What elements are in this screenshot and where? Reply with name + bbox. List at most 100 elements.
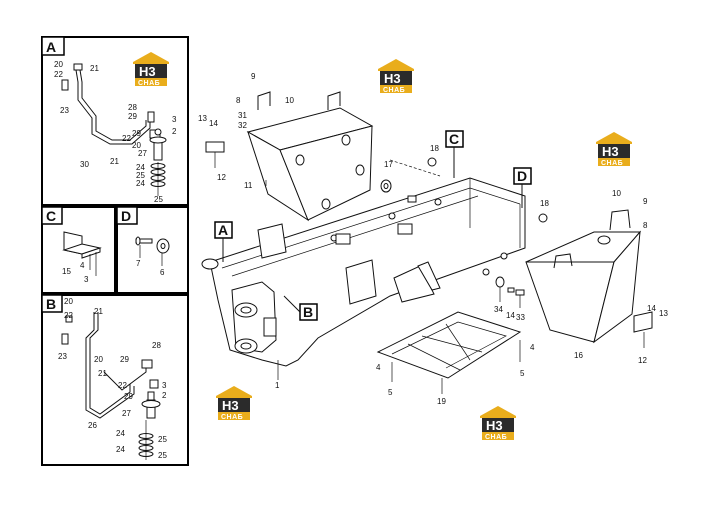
label-32: 32 bbox=[238, 121, 247, 130]
svg-text:D: D bbox=[517, 168, 527, 184]
label-19: 19 bbox=[437, 397, 446, 406]
svg-text:H3: H3 bbox=[139, 64, 156, 79]
label-24: 24 bbox=[116, 429, 125, 438]
label-13: 13 bbox=[198, 114, 207, 123]
label-30: 30 bbox=[80, 160, 89, 169]
label-25: 25 bbox=[158, 451, 167, 460]
callout-b: B bbox=[283, 295, 318, 321]
label-31: 31 bbox=[238, 111, 247, 120]
label-15: 15 bbox=[62, 267, 71, 276]
panel-c-label: C bbox=[46, 208, 56, 224]
label-20: 20 bbox=[54, 60, 63, 69]
guard-plate-19: 4 5 4 5 19 bbox=[376, 311, 535, 406]
svg-text:H3: H3 bbox=[222, 398, 239, 413]
label-14: 14 bbox=[506, 311, 515, 320]
label-24: 24 bbox=[136, 179, 145, 188]
label-14: 14 bbox=[647, 304, 656, 313]
label-25: 25 bbox=[154, 195, 163, 204]
logo-bottom-left: H3 CHAБ bbox=[216, 386, 252, 421]
label-5: 5 bbox=[520, 369, 525, 378]
label-3: 3 bbox=[172, 115, 177, 124]
logo-right: H3 CHAБ bbox=[596, 132, 632, 167]
logo-top-center: H3 CHAБ bbox=[378, 59, 414, 94]
label-29: 29 bbox=[132, 129, 141, 138]
main-frame: 1 bbox=[201, 177, 526, 390]
label-3: 3 bbox=[84, 275, 89, 284]
svg-text:H3: H3 bbox=[602, 144, 619, 159]
label-6: 6 bbox=[160, 268, 165, 277]
label-18: 18 bbox=[430, 144, 439, 153]
panel-a-label: A bbox=[46, 39, 56, 55]
label-27: 27 bbox=[138, 149, 147, 158]
label-25: 25 bbox=[136, 171, 145, 180]
label-29: 29 bbox=[128, 112, 137, 121]
label-22: 22 bbox=[122, 134, 131, 143]
label-26: 26 bbox=[88, 421, 97, 430]
detail-panel-b: B 20 21 22 23 28 29 20 21 22 3 29 2 26 2… bbox=[41, 294, 189, 466]
label-2: 2 bbox=[172, 127, 177, 136]
logo-top-left: H3 CHAБ bbox=[133, 52, 169, 87]
label-11: 11 bbox=[244, 181, 253, 190]
label-5: 5 bbox=[388, 388, 393, 397]
bolts-33-34: 34 14 33 bbox=[494, 276, 525, 322]
washers-17-18: 17 18 18 bbox=[380, 144, 549, 223]
label-4: 4 bbox=[376, 363, 381, 372]
label-22: 22 bbox=[64, 311, 73, 320]
label-4: 4 bbox=[530, 343, 535, 352]
label-16: 16 bbox=[574, 351, 583, 360]
svg-text:CHAБ: CHAБ bbox=[601, 160, 623, 167]
detail-panel-d: D 7 6 bbox=[116, 206, 189, 294]
panel-d-label: D bbox=[121, 208, 131, 224]
label-13: 13 bbox=[659, 309, 668, 318]
detail-panel-a: A 20 21 22 23 28 29 3 2 29 22 20 27 21 3… bbox=[41, 36, 189, 206]
label-29: 29 bbox=[120, 355, 129, 364]
label-12: 12 bbox=[638, 356, 647, 365]
svg-text:A: A bbox=[218, 222, 228, 238]
svg-text:B: B bbox=[303, 304, 313, 320]
label-8: 8 bbox=[236, 96, 241, 105]
label-27: 27 bbox=[122, 409, 131, 418]
svg-text:C: C bbox=[449, 131, 459, 147]
svg-text:CHAБ: CHAБ bbox=[138, 80, 160, 87]
label-4: 4 bbox=[80, 261, 85, 270]
label-25: 25 bbox=[158, 435, 167, 444]
label-3: 3 bbox=[162, 381, 167, 390]
counterweight-box-16: 10 9 8 14 13 12 16 bbox=[525, 189, 668, 365]
svg-text:H3: H3 bbox=[486, 418, 503, 433]
label-12: 12 bbox=[217, 173, 226, 182]
label-10: 10 bbox=[612, 189, 621, 198]
label-23: 23 bbox=[60, 106, 69, 115]
label-21: 21 bbox=[94, 307, 103, 316]
counterweight-box-11: 9 8 10 31 32 13 14 12 11 bbox=[198, 72, 374, 222]
logo-bottom-center: H3 CHAБ bbox=[480, 406, 516, 441]
svg-text:H3: H3 bbox=[384, 71, 401, 86]
detail-panel-c: C 15 4 3 bbox=[41, 206, 116, 294]
label-20: 20 bbox=[132, 141, 141, 150]
label-9: 9 bbox=[643, 197, 648, 206]
panel-b-label: B bbox=[46, 296, 56, 312]
svg-text:CHAБ: CHAБ bbox=[221, 414, 243, 421]
label-21: 21 bbox=[98, 369, 107, 378]
label-1: 1 bbox=[275, 381, 280, 390]
label-20: 20 bbox=[94, 355, 103, 364]
label-22: 22 bbox=[54, 70, 63, 79]
label-14: 14 bbox=[209, 119, 218, 128]
callout-d: D bbox=[513, 167, 532, 208]
label-21: 21 bbox=[90, 64, 99, 73]
svg-text:CHAБ: CHAБ bbox=[485, 434, 507, 441]
label-22: 22 bbox=[118, 381, 127, 390]
label-33: 33 bbox=[516, 313, 525, 322]
callout-c: C bbox=[445, 130, 464, 178]
label-28: 28 bbox=[128, 103, 137, 112]
label-29: 29 bbox=[124, 392, 133, 401]
label-24: 24 bbox=[136, 163, 145, 172]
svg-text:CHAБ: CHAБ bbox=[383, 87, 405, 94]
label-24: 24 bbox=[116, 445, 125, 454]
label-34: 34 bbox=[494, 305, 503, 314]
label-28: 28 bbox=[152, 341, 161, 350]
label-18: 18 bbox=[540, 199, 549, 208]
label-9: 9 bbox=[251, 72, 256, 81]
label-20: 20 bbox=[64, 297, 73, 306]
label-8: 8 bbox=[643, 221, 648, 230]
